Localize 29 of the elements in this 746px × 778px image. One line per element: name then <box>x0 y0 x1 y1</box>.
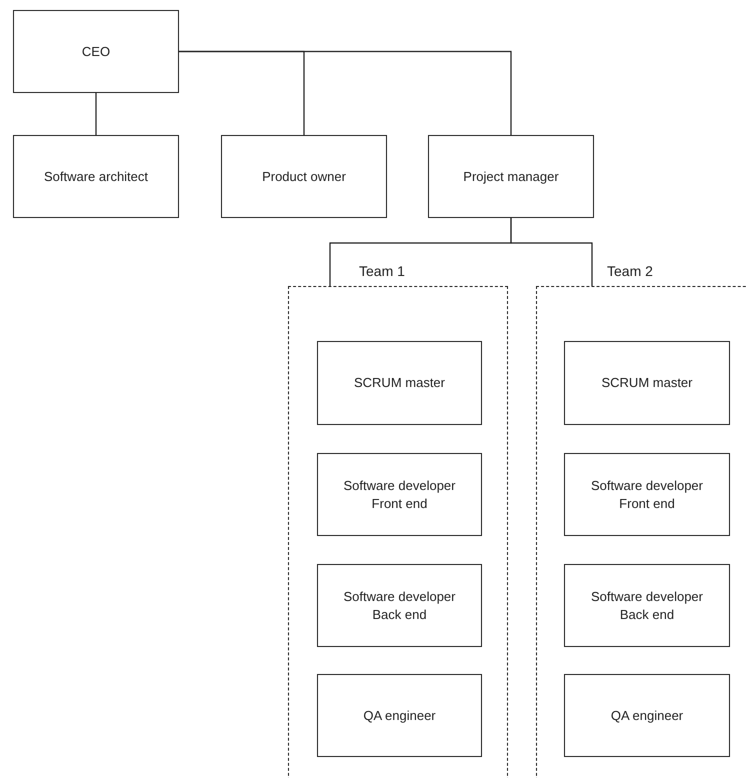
role-title: Software developer Back end <box>590 588 704 624</box>
role-box <box>564 453 730 536</box>
role-box <box>13 135 179 218</box>
role-title: Software developer Front end <box>342 476 456 512</box>
role-box <box>317 564 482 647</box>
role-box <box>428 135 594 218</box>
role-title: SCRUM master <box>601 374 692 392</box>
role-title: Software developer Front end <box>590 476 704 512</box>
team-heading: Team 2 <box>607 262 653 281</box>
role-title: Project manager <box>463 168 559 186</box>
role-title: Software developer Back end <box>342 588 456 624</box>
role-title: CEO <box>82 42 110 60</box>
role-title: QA engineer <box>610 706 684 724</box>
role-box <box>564 341 730 425</box>
role-box <box>317 341 482 425</box>
role-box <box>564 674 730 757</box>
role-box <box>564 564 730 647</box>
role-box <box>221 135 387 218</box>
connector-line <box>95 93 97 135</box>
team-heading: Team 1 <box>359 262 405 281</box>
connector-line <box>510 218 593 286</box>
connector-line <box>179 50 512 135</box>
role-title: SCRUM master <box>354 374 445 392</box>
role-title: Product owner <box>262 168 346 186</box>
role-box <box>317 674 482 757</box>
role-box <box>13 10 179 93</box>
role-title: QA engineer <box>363 706 436 724</box>
role-title: Software architect <box>44 168 148 186</box>
role-box <box>317 453 482 536</box>
